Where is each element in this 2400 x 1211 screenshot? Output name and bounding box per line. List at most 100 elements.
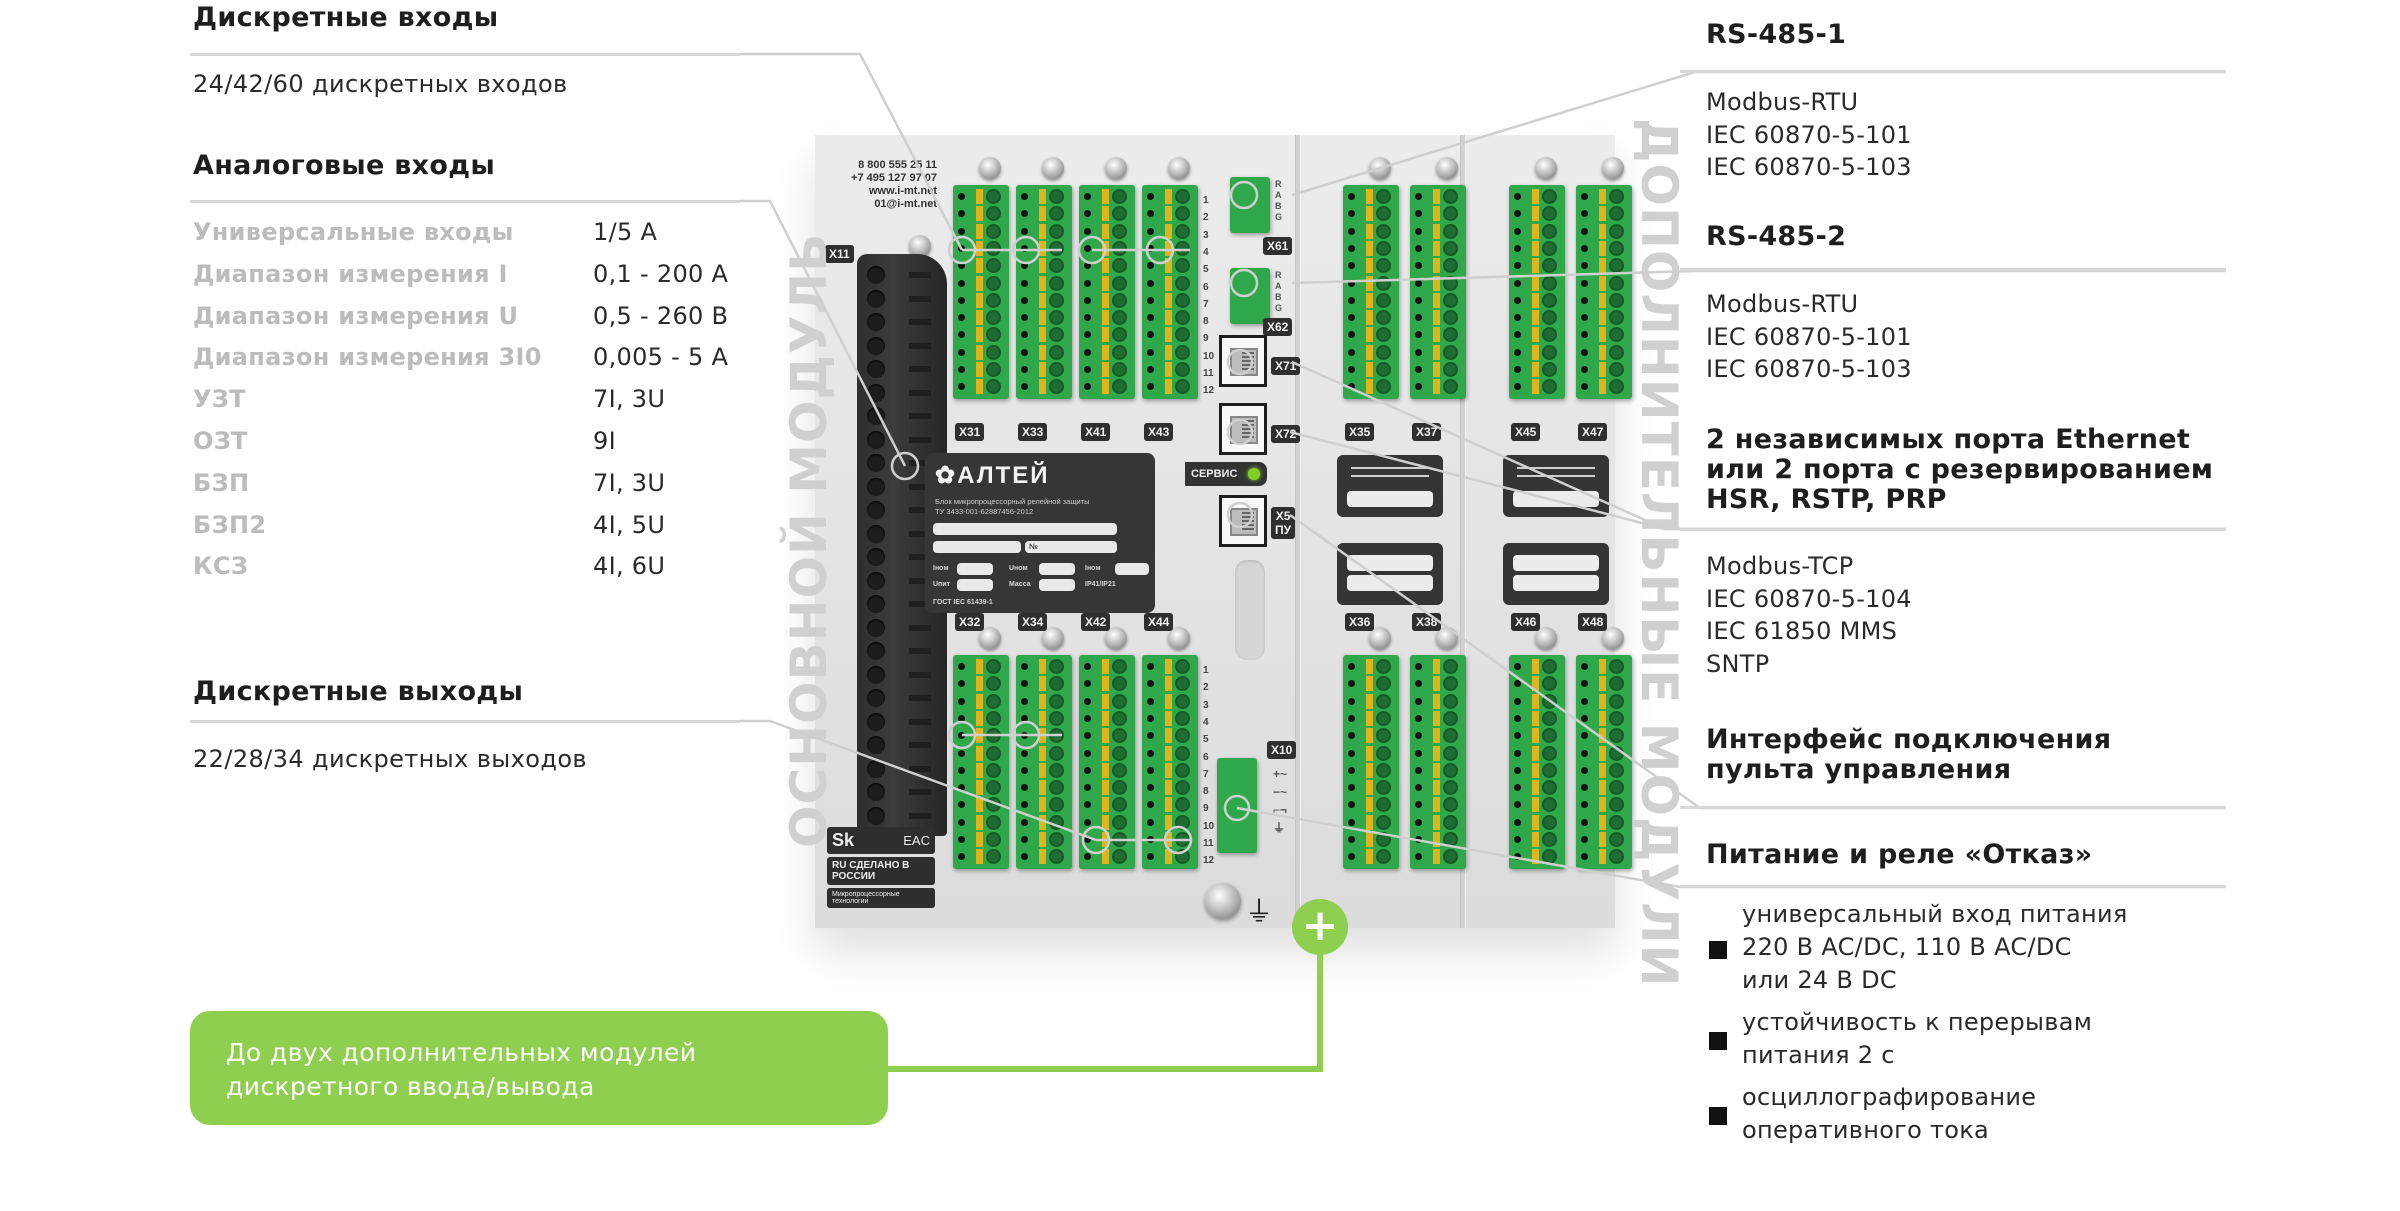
pin-number: 7	[1203, 768, 1209, 780]
ethernet-port-x71[interactable]	[1219, 335, 1267, 387]
nameplate-standard: ГОСТ IEC 61439-1	[933, 599, 993, 606]
terminal-pin	[1079, 675, 1135, 692]
terminal-hole	[867, 383, 885, 402]
terminal-block-x31[interactable]	[953, 185, 1009, 399]
ground-icon: ⏚	[1245, 895, 1274, 928]
terminal-pin	[953, 675, 1009, 692]
nameplate-field	[1039, 563, 1075, 575]
analog-inputs-title: Аналоговые входы	[193, 150, 496, 181]
terminal-hole	[867, 289, 885, 308]
terminal-pin	[953, 309, 1009, 326]
terminal-pin	[1343, 675, 1399, 692]
terminal-pin	[1576, 275, 1632, 292]
module-divider	[1295, 135, 1301, 928]
certification-logos: Sk EAC RU СДЕЛАНО В РОССИИ Микропроцессо…	[827, 827, 935, 911]
connector-label-x32: X32	[955, 613, 985, 631]
connector-label-x36: X36	[1345, 613, 1375, 631]
terminal-hole	[867, 524, 885, 543]
terminal-pin	[1079, 361, 1135, 378]
terminal-block-x38[interactable]	[1410, 655, 1466, 869]
terminal-block-x35[interactable]	[1343, 185, 1399, 399]
status-led-icon	[1248, 468, 1260, 480]
nameplate-label: Uном	[1009, 565, 1028, 572]
row-label: ОЗТ	[193, 426, 248, 455]
terminal-pin	[953, 223, 1009, 240]
terminal-block-x36[interactable]	[1343, 655, 1399, 869]
terminal-pin	[1142, 378, 1198, 395]
digital-inputs-rule	[190, 53, 740, 56]
screw-icon	[1369, 157, 1391, 179]
terminal-pin	[1016, 710, 1072, 727]
terminal-pin	[1509, 205, 1565, 222]
terminal-pin	[1016, 309, 1072, 326]
module-id-card	[1337, 543, 1443, 605]
terminal-hole	[867, 806, 885, 825]
row-value: 0,1 - 200 А	[593, 259, 729, 288]
terminal-pin	[953, 762, 1009, 779]
terminal-pin	[1079, 745, 1135, 762]
terminal-pin	[1509, 658, 1565, 675]
contact-info: 8 800 555 25 11 +7 495 127 97 07 www.i-m…	[847, 159, 937, 211]
nameplate-field	[1039, 579, 1075, 591]
terminal-block-x34[interactable]	[1016, 655, 1072, 869]
bullet-square-icon	[1709, 941, 1727, 959]
terminal-pin	[1079, 292, 1135, 309]
terminal-block-x44[interactable]	[1142, 655, 1198, 869]
terminal-pin	[1079, 710, 1135, 727]
terminal-pin	[953, 727, 1009, 744]
terminal-block-x32[interactable]	[953, 655, 1009, 869]
terminal-pin	[1079, 240, 1135, 257]
terminal-pin	[1343, 275, 1399, 292]
digital-inputs-title: Дискретные входы	[193, 2, 499, 33]
rs485-2-terminal[interactable]	[1230, 268, 1270, 324]
terminal-block-x33[interactable]	[1016, 185, 1072, 399]
terminal-pin	[1509, 710, 1565, 727]
terminal-block-x42[interactable]	[1079, 655, 1135, 869]
power-terminal-x10[interactable]	[1217, 758, 1257, 853]
screw-icon	[979, 157, 1001, 179]
terminal-pin	[1016, 796, 1072, 813]
terminal-pin	[1343, 848, 1399, 865]
terminal-pin	[1343, 344, 1399, 361]
terminal-block-x37[interactable]	[1410, 185, 1466, 399]
terminal-block-x43[interactable]	[1142, 185, 1198, 399]
rs485-2-rule	[1680, 268, 2226, 271]
terminal-block-x45[interactable]	[1509, 185, 1565, 399]
pin-number: 12	[1203, 385, 1215, 397]
terminal-block-x41[interactable]	[1079, 185, 1135, 399]
control-panel-port-x5[interactable]	[1219, 495, 1267, 547]
nameplate-line-2: ТУ 3433-001-62887456-2012	[935, 507, 1034, 516]
terminal-pin	[1509, 796, 1565, 813]
terminal-hole	[867, 571, 885, 590]
terminal-pin	[1079, 779, 1135, 796]
ethernet-port-x72[interactable]	[1219, 403, 1267, 455]
terminal-pin	[1142, 779, 1198, 796]
terminal-pin	[1079, 309, 1135, 326]
pin-number: 5	[1203, 264, 1209, 276]
terminal-block-x47[interactable]	[1576, 185, 1632, 399]
connector-label-x38: X38	[1412, 613, 1442, 631]
phone-1: 8 800 555 25 11	[858, 159, 937, 171]
terminal-pin	[1509, 344, 1565, 361]
terminal-pin	[1509, 693, 1565, 710]
terminal-block-x48[interactable]	[1576, 655, 1632, 869]
protocol-item: IEC 61850 MMS	[1706, 617, 1898, 645]
digital-outputs-rule	[190, 720, 740, 723]
terminal-pin	[1410, 223, 1466, 240]
row-value: 4I, 6U	[593, 552, 666, 581]
extra-modules-callout[interactable]: До двух дополнительных модулей дискретно…	[190, 1011, 888, 1125]
pin-number: 7	[1203, 298, 1209, 310]
nameplate-label: IP41/IP21	[1085, 581, 1116, 588]
terminal-block-x46[interactable]	[1509, 655, 1565, 869]
terminal-pin	[1509, 762, 1565, 779]
terminal-pin	[1509, 779, 1565, 796]
terminal-pin	[1142, 275, 1198, 292]
rs485-1-terminal[interactable]	[1230, 177, 1270, 233]
terminal-pin	[953, 361, 1009, 378]
terminal-pin	[1142, 205, 1198, 222]
terminal-tooth	[909, 718, 931, 725]
add-module-button[interactable]: +	[1292, 899, 1348, 955]
terminal-pin	[1142, 361, 1198, 378]
terminal-pin	[1576, 188, 1632, 205]
